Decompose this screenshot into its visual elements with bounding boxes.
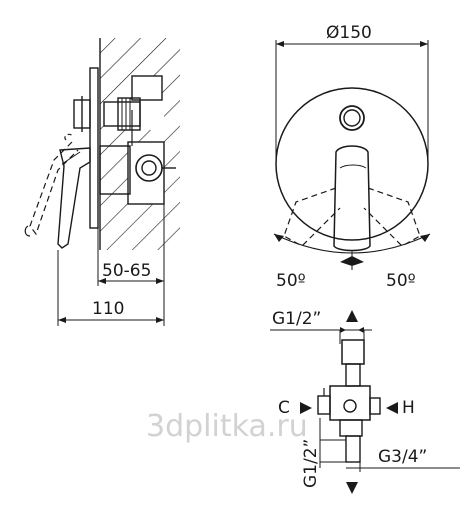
cold-label: C [278, 398, 290, 418]
dim-total-depth-label: 110 [92, 299, 124, 319]
flow-up-arrow [346, 310, 358, 322]
valve-body [73, 75, 176, 205]
top-thread-label: G1/2” [272, 309, 321, 329]
connection-view: G1/2” C H G1 [270, 309, 460, 494]
lever-alt-position [24, 133, 79, 237]
front-view: Ø150 50º 50º [273, 23, 431, 291]
dim-diameter: Ø150 [275, 23, 429, 164]
rotation-arc [273, 233, 431, 270]
top-thread: G1/2” [270, 309, 372, 344]
lever-handle [57, 147, 91, 249]
angle-right-label: 50º [386, 271, 416, 291]
hot-label: H [402, 398, 415, 418]
hot-inlet-arrow [386, 402, 398, 414]
cover-plate [89, 67, 99, 229]
dim-diameter-label: Ø150 [326, 23, 372, 43]
dim-wall-depth: 50-65 [97, 204, 165, 286]
watermark: 3dplitka.ru [146, 409, 308, 444]
bottom-left-thread-label: G1/2” [301, 439, 321, 488]
dim-total-depth: 110 [57, 250, 165, 326]
dim-wall-depth-label: 50-65 [102, 261, 151, 281]
cold-inlet-arrow [300, 402, 312, 414]
bottom-left-thread: G1/2” [301, 418, 346, 488]
connection-body [317, 339, 381, 463]
lever-rotation-outlines [283, 187, 421, 247]
wall-section [99, 38, 180, 250]
cover-circle [275, 87, 429, 241]
bottom-right-thread: G3/4” [346, 447, 460, 472]
bottom-right-thread-label: G3/4” [378, 447, 427, 467]
diverter-knob [339, 105, 365, 131]
front-lever [333, 145, 371, 252]
flow-down-arrow [346, 482, 358, 494]
angle-left-label: 50º [276, 271, 306, 291]
side-view: 50-65 110 [24, 38, 180, 326]
